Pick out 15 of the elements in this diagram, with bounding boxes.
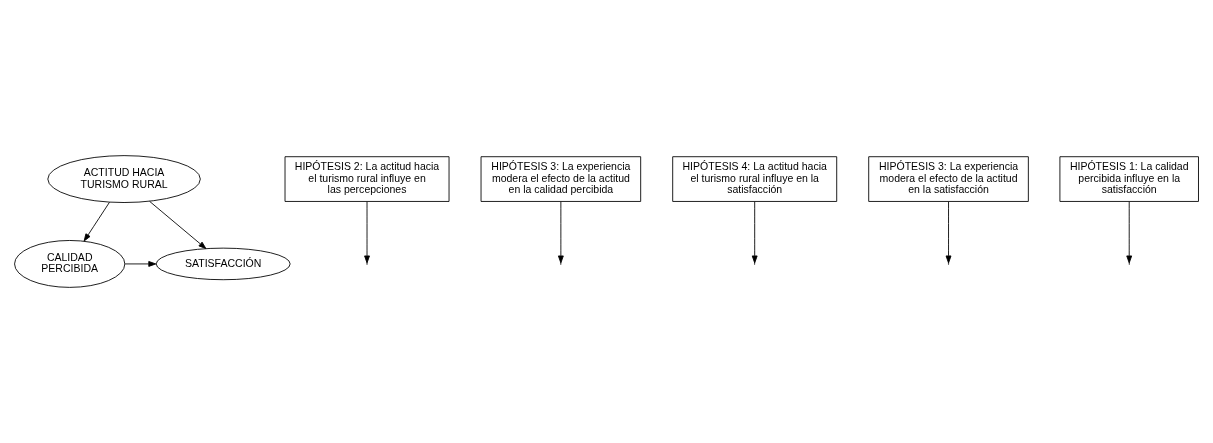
arrow (1126, 201, 1133, 264)
arrow (364, 201, 370, 264)
arrow (751, 201, 758, 264)
arrow (149, 200, 207, 249)
node-box: HIPÓTESIS 4: La actitud hacia el turismo rural influye en la satisfacción (672, 156, 838, 202)
node-box: HIPÓTESIS 3: La experiencia modera el efecto de la actitud en la calidad percibida (480, 156, 642, 202)
arrow (557, 201, 564, 264)
node-box: HIPÓTESIS 3: La experiencia modera el efecto de la actitud en la satisfacción (868, 156, 1029, 202)
arrow (124, 261, 157, 267)
node-ellipse: SATISFACCIÓN (155, 247, 291, 281)
node-box: HIPÓTESIS 2: La actitud hacia el turismo rural influye en las percepciones (284, 156, 450, 202)
node-ellipse: CALIDAD PERCIBIDA (14, 240, 126, 288)
arrow (83, 201, 110, 242)
node-ellipse: ACTITUD HACIA TURISMO RURAL (47, 155, 201, 203)
node-box: HIPÓTESIS 1: La calidad percibida influye en la satisfacción (1059, 156, 1199, 202)
